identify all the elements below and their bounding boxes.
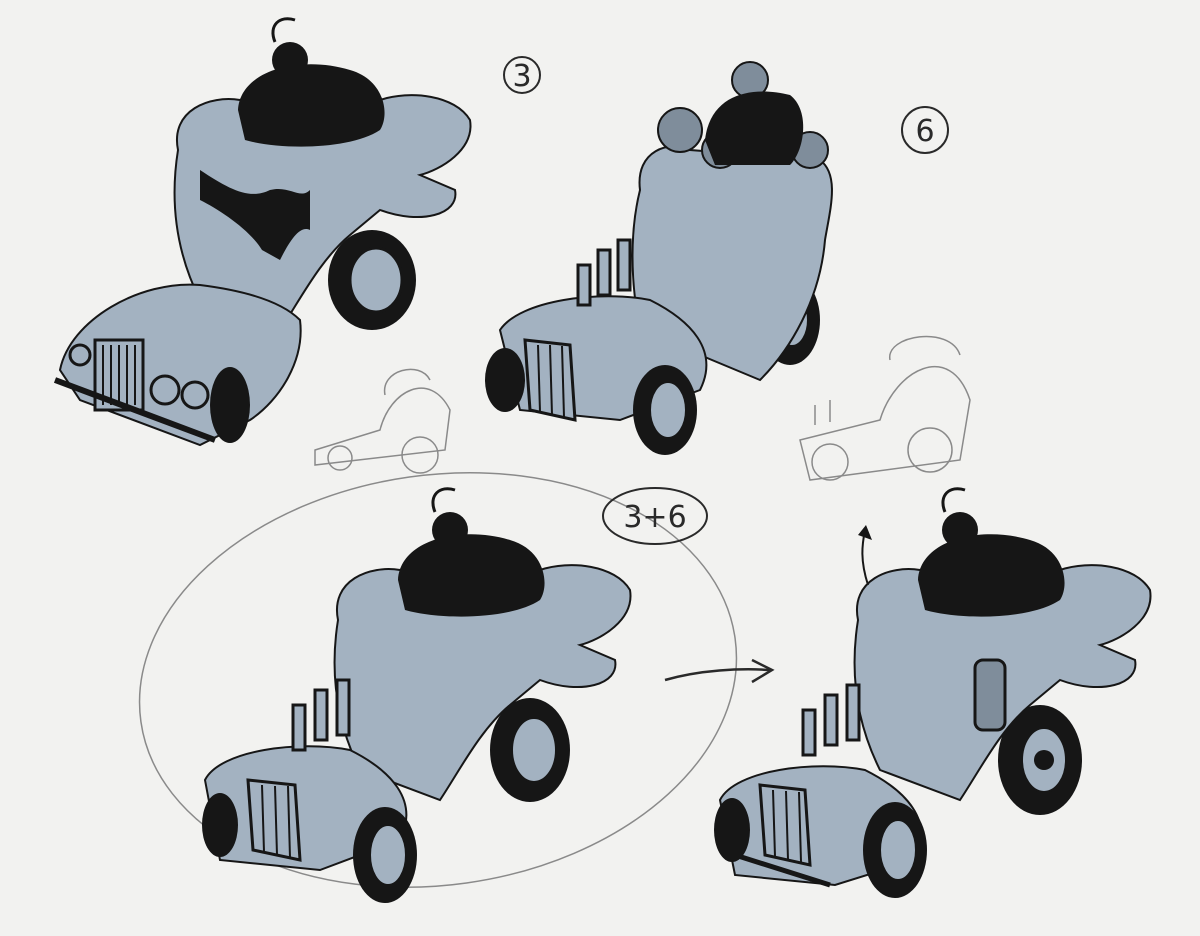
option-label-6: 6 <box>901 106 949 154</box>
option-label-combined: 3+6 <box>602 487 708 545</box>
thumbnail-sketch-right <box>799 335 971 481</box>
car-sketch-combined <box>202 487 632 903</box>
car-sketch-final <box>714 487 1152 898</box>
car-sketch-3 <box>53 17 472 447</box>
car-sketch-6 <box>485 61 833 455</box>
option-label-3: 3 <box>503 56 541 94</box>
selection-ellipse <box>138 471 738 889</box>
arrow-right-icon <box>664 658 775 684</box>
thumbnail-sketch-left <box>314 368 451 474</box>
svg-text:6: 6 <box>915 114 934 149</box>
svg-text:3: 3 <box>512 59 531 94</box>
svg-text:3+6: 3+6 <box>623 500 686 535</box>
